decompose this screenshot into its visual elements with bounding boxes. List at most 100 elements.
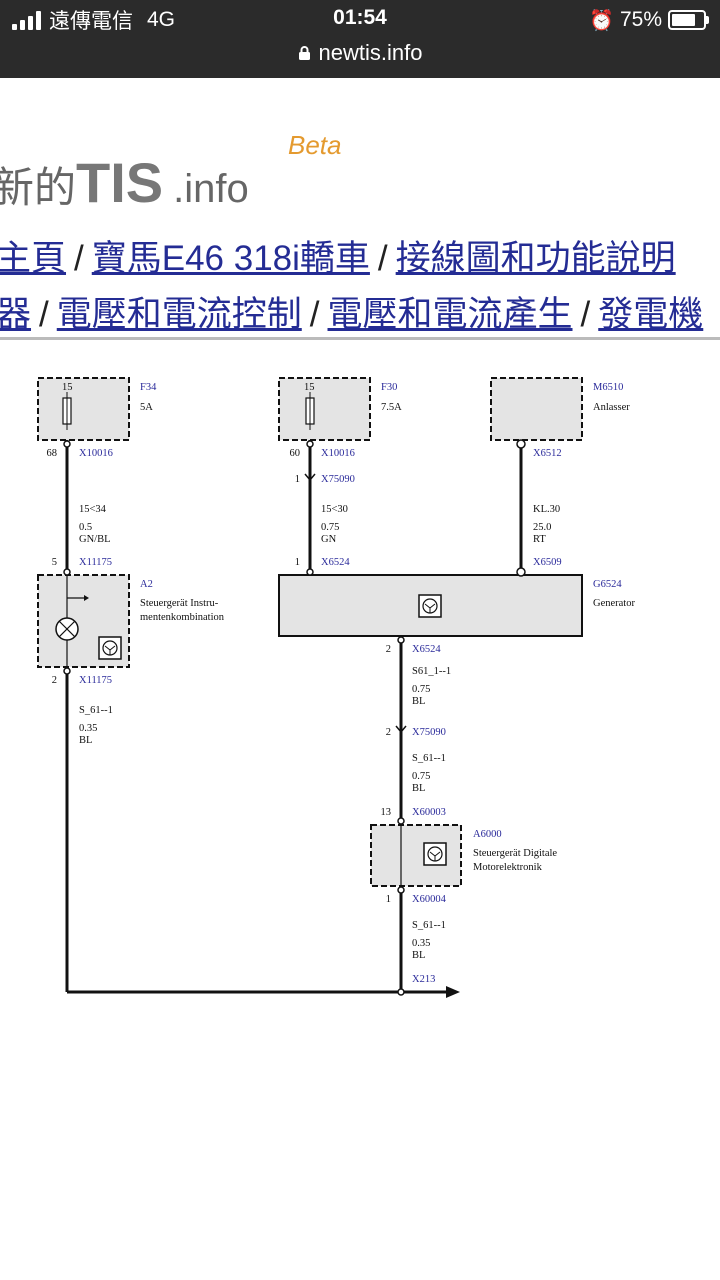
a6000-id: A6000 (473, 829, 502, 840)
m6510-name: Anlasser (593, 402, 630, 413)
signal-icon (12, 10, 41, 30)
f34-rating: 5A (140, 402, 153, 413)
w4-pin: 2 (52, 675, 57, 686)
w6-size: 0.75 (412, 771, 430, 782)
breadcrumb-separator: / (309, 295, 320, 334)
a6000-line2: Motorelektronik (473, 862, 543, 873)
carrier: 遠傳電信 (49, 10, 133, 33)
w2-size: 0.75 (321, 522, 339, 533)
g6524-name: Generator (593, 598, 635, 609)
w8-size: 0.35 (412, 938, 430, 949)
w3-conn-bot: X6509 (533, 557, 562, 568)
dme-a6000-box (370, 824, 462, 887)
w5-conn: X6524 (412, 644, 441, 655)
w8-signal: S_61--1 (412, 920, 446, 931)
f30-id: F30 (381, 382, 397, 393)
junction-x213 (397, 988, 405, 996)
header-divider (0, 337, 720, 340)
logo-main: TIS (76, 151, 164, 214)
breadcrumb-wiring[interactable]: 接線圖和功能說明 (395, 239, 676, 278)
breadcrumb-separator: / (580, 295, 591, 334)
w8-pin: 1 (386, 894, 391, 905)
w2-signal: 15<30 (321, 504, 348, 515)
site-header: 新的TIS.info Beta 主頁/寶馬E46 318i轎車/接線圖和功能說明… (0, 78, 720, 340)
a2-line1: Steuergerät Instru- (140, 598, 219, 609)
clock: 01:54 (333, 6, 387, 29)
w3-size: 25.0 (533, 522, 551, 533)
breadcrumb-separator: / (377, 239, 388, 278)
w6-conn: X75090 (412, 727, 446, 738)
w5-pin: 2 (386, 644, 391, 655)
f34-id: F34 (140, 382, 157, 393)
breadcrumb-separator: / (74, 239, 84, 278)
starter-m6510-box (490, 377, 583, 441)
w6-color: BL (412, 783, 425, 794)
w2-conn-bot: X6524 (321, 557, 350, 568)
w7-pin: 13 (381, 807, 392, 818)
breadcrumb-voltage-control[interactable]: 電壓和電流控制 (56, 295, 302, 334)
x213-label: X213 (412, 974, 435, 985)
w4-size: 0.35 (79, 723, 97, 734)
site-logo[interactable]: 新的TIS.info (0, 150, 249, 215)
w2-pin-mid: 1 (295, 474, 300, 485)
g6524-id: G6524 (593, 579, 622, 590)
lock-icon (298, 46, 310, 60)
w4-signal: S_61--1 (79, 705, 113, 716)
w1-pin-bot: 5 (52, 557, 57, 568)
network-type: 4G (147, 8, 176, 31)
logo-prefix: 新的 (0, 164, 77, 211)
w5-size: 0.75 (412, 684, 430, 695)
w3-signal: KL.30 (533, 504, 560, 515)
breadcrumb-generator[interactable]: 發電機 (598, 295, 704, 334)
w1-pin-top: 68 (47, 448, 58, 459)
breadcrumb-model[interactable]: 寶馬E46 318i轎車 (91, 239, 370, 278)
w2-pin-bot: 1 (295, 557, 300, 568)
f30-pin: 15 (304, 382, 315, 393)
beta-label: Beta (288, 130, 342, 160)
breadcrumb-category[interactable]: 器 (0, 295, 32, 334)
w6-pin: 2 (386, 727, 391, 738)
w7-conn: X60003 (412, 807, 446, 818)
w5-color: BL (412, 696, 425, 707)
w3-conn-top: X6512 (533, 448, 562, 459)
status-bar: 遠傳電信 4G 01:54 ⏰ 75% newtis.info (0, 0, 720, 78)
breadcrumb-home[interactable]: 主頁 (0, 239, 67, 278)
f30-rating: 7.5A (381, 402, 402, 413)
breadcrumb-row-2: 器/電壓和電流控制/電壓和電流產生/發電機 (0, 286, 716, 337)
fuse-f34-box (37, 377, 130, 441)
f34-pin: 15 (62, 382, 73, 393)
w2-pin-top: 60 (290, 448, 301, 459)
w1-conn-bot: X11175 (79, 557, 112, 568)
w6-signal: S_61--1 (412, 753, 446, 764)
battery-icon (668, 10, 709, 30)
breadcrumb-voltage-generation[interactable]: 電壓和電流產生 (327, 295, 573, 334)
inline-connector-x75090-right (395, 725, 407, 734)
w3-color: RT (533, 534, 546, 545)
breadcrumb-row-1: 主頁/寶馬E46 318i轎車/接線圖和功能說明 (0, 230, 716, 281)
w5-signal: S61_1--1 (412, 666, 451, 677)
battery-fill (672, 14, 695, 26)
a2-line2: mentenkombination (140, 612, 225, 623)
w2-conn-top: X10016 (321, 448, 355, 459)
m6510-id: M6510 (593, 382, 623, 393)
address-bar[interactable]: newtis.info (0, 38, 720, 68)
w8-conn: X60004 (412, 894, 447, 905)
w4-color: BL (79, 735, 92, 746)
breadcrumb-separator: / (39, 295, 49, 334)
w1-conn-top: X10016 (79, 448, 113, 459)
wiring-diagram: 15 F34 5A 15 F30 7.5A M6510 Anlasser 68 … (37, 377, 635, 998)
w1-signal: 15<34 (79, 504, 107, 515)
a2-id: A2 (140, 579, 153, 590)
w2-conn-mid: X75090 (321, 474, 355, 485)
arrow-x213 (446, 986, 460, 998)
w2-color: GN (321, 534, 337, 545)
w1-size: 0.5 (79, 522, 92, 533)
inline-connector-x75090-left (304, 473, 316, 482)
a6000-line1: Steuergerät Digitale (473, 848, 557, 859)
ecu-icon-a2 (98, 636, 122, 660)
battery-percent: 75% (619, 8, 662, 31)
logo-suffix: .info (173, 167, 249, 211)
alarm-icon: ⏰ (589, 9, 614, 32)
ecu-icon-g6524 (418, 594, 442, 618)
w8-color: BL (412, 950, 425, 961)
